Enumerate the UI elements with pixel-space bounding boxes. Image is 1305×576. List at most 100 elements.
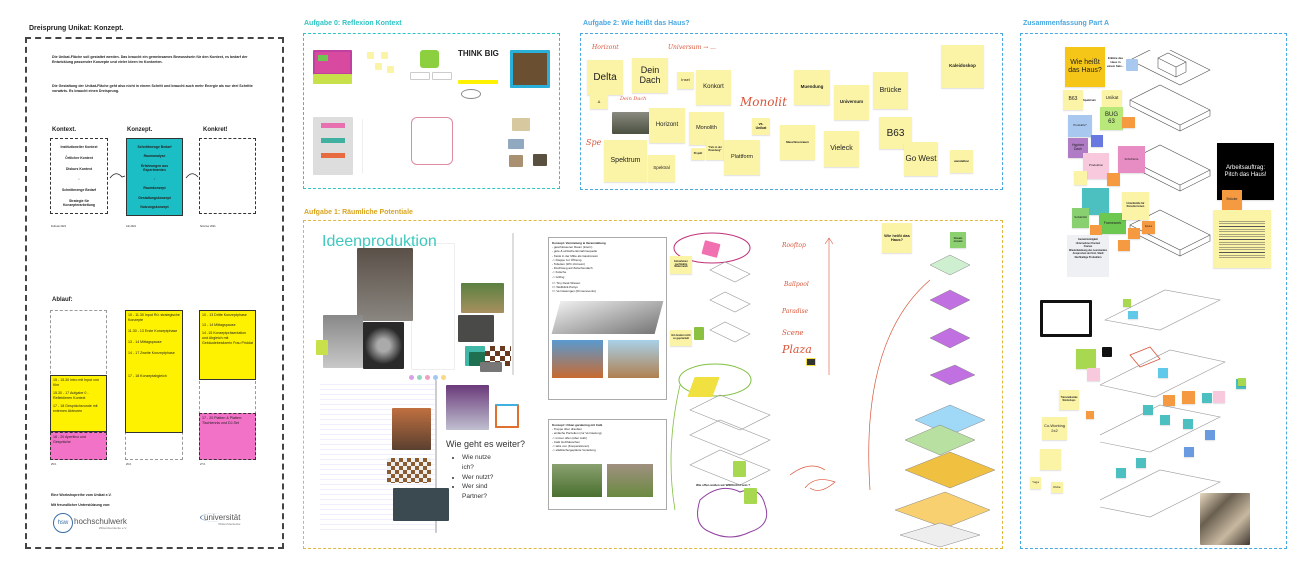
sticky-note[interactable] (1205, 430, 1215, 440)
text-box[interactable] (410, 72, 430, 80)
sticky-note[interactable]: Yoga (1030, 477, 1041, 489)
sticky-note[interactable] (1090, 225, 1102, 236)
photo[interactable] (363, 322, 404, 369)
photo[interactable] (533, 154, 547, 166)
sticky-note[interactable]: "Fels in der Brandung" (706, 140, 724, 160)
sticky-note[interactable]: Δ (590, 95, 608, 109)
sticky-note[interactable]: Ruhe (1051, 482, 1063, 493)
photo[interactable] (508, 139, 524, 149)
sticky-note[interactable] (1087, 368, 1100, 381)
photo[interactable] (512, 118, 530, 131)
sticky-note[interactable]: Spektrum (604, 140, 647, 182)
sticky-note[interactable] (1160, 415, 1170, 425)
sticky-note[interactable] (744, 488, 757, 504)
sticky-note[interactable] (1091, 135, 1103, 147)
sticky-note[interactable] (1183, 419, 1193, 429)
photo[interactable] (393, 488, 449, 521)
sticky-note[interactable] (1143, 405, 1153, 415)
note-image[interactable] (313, 74, 352, 84)
photo[interactable] (612, 112, 650, 134)
sticky-note[interactable] (1126, 59, 1138, 71)
pitch-text-note[interactable] (1213, 210, 1271, 268)
sticky-note[interactable] (1076, 349, 1096, 369)
sticky-note[interactable]: Delta (587, 60, 623, 95)
sticky-note[interactable] (1074, 171, 1087, 185)
sticky-note[interactable] (375, 63, 382, 70)
sticky-note[interactable]: Transnationale Workshops (1059, 390, 1079, 410)
speech-bubble-text[interactable] (411, 117, 453, 165)
sticky-note[interactable] (1163, 395, 1175, 406)
photo[interactable] (387, 458, 431, 483)
text-box[interactable] (432, 72, 452, 80)
sticky-note[interactable]: Brücke (873, 72, 908, 109)
photo[interactable] (446, 385, 489, 430)
sticky-note[interactable] (316, 340, 328, 355)
dreisprung-frame[interactable] (25, 37, 284, 549)
sticky-note[interactable]: Wie heißt das Haus? (1065, 47, 1105, 87)
photo[interactable] (461, 283, 504, 313)
sticky-note[interactable]: Universum (834, 85, 869, 120)
sticky-note[interactable]: Konkort (696, 70, 731, 105)
sticky-note[interactable]: Solidarität (1072, 208, 1089, 228)
sticky-note[interactable] (1182, 391, 1195, 404)
photo[interactable] (392, 408, 431, 450)
photo[interactable] (323, 315, 363, 368)
sticky-note[interactable] (1040, 449, 1061, 470)
sticky-note[interactable]: Plattform (724, 140, 760, 175)
sticky-note[interactable] (387, 66, 394, 73)
sticky-note[interactable] (1158, 368, 1168, 378)
sticky-note[interactable]: Monolith (689, 112, 724, 145)
sticky-note[interactable] (1128, 228, 1140, 239)
sticky-note[interactable]: Wie heißt das Haus? (882, 223, 912, 253)
sticky-note[interactable]: Framework (1099, 213, 1126, 234)
sticky-note[interactable] (1136, 458, 1146, 468)
sticky-note[interactable] (733, 461, 746, 477)
aufgabe1-frame[interactable] (303, 220, 1003, 549)
sticky-note[interactable]: Produktion (1083, 153, 1109, 179)
sticky-note[interactable]: Horizont (649, 108, 685, 143)
sticky-note[interactable] (1086, 411, 1094, 419)
photo-collage[interactable] (1200, 493, 1250, 545)
sticky-note[interactable]: BUG 63 (1100, 107, 1123, 130)
sticky-note[interactable]: Co-Working 2x2 (1042, 417, 1067, 440)
photo-annotations[interactable] (313, 117, 353, 175)
mindmap[interactable] (460, 117, 500, 167)
aufgabe0-frame[interactable] (303, 33, 560, 189)
green-shape[interactable] (420, 50, 439, 68)
sticky-note[interactable]: Unterkünfte für Künstler:innen (1122, 192, 1149, 220)
sticky-note[interactable] (1118, 240, 1130, 251)
sticky-note[interactable] (1213, 391, 1225, 403)
sticky-note[interactable] (1122, 117, 1135, 128)
sticky-note[interactable]: Maschinenraum (780, 125, 815, 160)
sticky-note[interactable] (1116, 468, 1126, 478)
sticky-note[interactable] (1107, 173, 1120, 186)
sticky-note[interactable] (1202, 393, 1212, 403)
sticky-note[interactable]: Ein breiter nicht so gepranzelt (670, 330, 692, 346)
sticky-note[interactable]: Zyklus (1142, 221, 1155, 234)
sticky-note[interactable]: Einnahmen nachhaltig Weiterreise (670, 256, 692, 274)
collage-image[interactable] (510, 50, 550, 88)
mindmap-image[interactable] (313, 50, 352, 75)
sticky-note[interactable]: Green crown (950, 232, 966, 248)
sticky-note[interactable]: Schichtorte (1118, 146, 1145, 173)
notebook-page[interactable] (411, 243, 455, 370)
sticky-note[interactable]: Vieleck (824, 131, 859, 167)
floor-plan-drawing[interactable] (1040, 300, 1092, 337)
sticky-note[interactable] (1123, 299, 1131, 307)
photo[interactable] (509, 155, 523, 167)
sticky-note[interactable]: Brücke (1222, 190, 1242, 210)
photo[interactable] (458, 315, 494, 342)
sticky-note[interactable] (1238, 378, 1246, 386)
mindmap[interactable] (362, 119, 402, 174)
sticky-note[interactable] (1102, 347, 1112, 357)
concept-card-events[interactable]: Konzept: Vermietung & Veranstaltung - ge… (548, 237, 667, 400)
sticky-note[interactable] (381, 52, 388, 59)
sticky-note[interactable]: Dein Dach (632, 58, 668, 93)
sticky-note[interactable]: Insel (677, 72, 694, 89)
photo[interactable] (357, 248, 413, 321)
sticky-note[interactable]: Spektral (648, 155, 675, 182)
sticky-note[interactable] (1184, 447, 1194, 457)
sticky-note[interactable] (694, 327, 704, 340)
sticky-note[interactable] (367, 52, 374, 59)
sticky-note[interactable]: Muendung (794, 70, 830, 105)
